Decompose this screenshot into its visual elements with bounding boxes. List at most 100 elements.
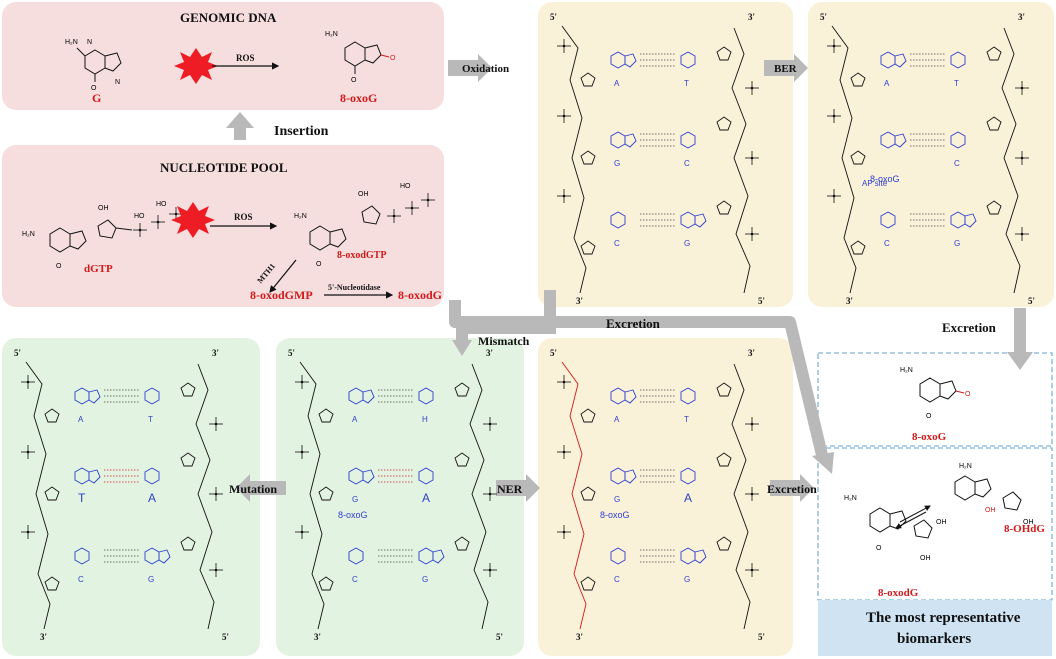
base-letter-left: C: [352, 575, 358, 584]
base-letter-left: C: [884, 239, 890, 248]
base-letter-right: G: [422, 575, 428, 584]
mutation-label: Mutation: [229, 482, 277, 496]
svg-text:OH: OH: [920, 555, 931, 562]
oxog-label: 8-oxoG: [340, 91, 377, 105]
ner-label: NER: [497, 482, 523, 496]
base-letter-left: C: [614, 575, 620, 584]
three-prime-top-right: 3': [212, 348, 219, 358]
svg-text:N: N: [115, 79, 120, 86]
base-letter-left: A: [614, 415, 620, 424]
biomarker-caption-line2: biomarkers: [897, 631, 971, 647]
three-prime-bottom-left: 3': [314, 632, 321, 642]
five-prime-top-left: 5': [550, 348, 557, 358]
base-letter-right: C: [954, 159, 960, 168]
base-letter-right: T: [684, 79, 689, 88]
oxodgmp-label: 8-oxodGMP: [250, 288, 313, 302]
nucleotide-pool-title: NUCLEOTIDE POOL: [160, 160, 288, 175]
oxog-in-strand-label: 8-oxoG: [338, 510, 368, 520]
svg-text:O: O: [316, 261, 322, 268]
biomarker-oxodg-label: 8-oxodG: [878, 587, 919, 599]
right-backbone: [1001, 27, 1021, 294]
svg-text:O: O: [390, 55, 396, 62]
biomarker-oxodg-structure: H₂N O OH OH: [844, 495, 947, 562]
svg-text:O: O: [926, 413, 932, 420]
base-letter-right: G: [684, 239, 690, 248]
left-backbone: [561, 25, 587, 294]
three-prime-bottom-left: 3': [576, 296, 583, 306]
oxog-biomarker-box: [817, 352, 1053, 447]
biomarker-ohdg-structure: H₂N OH OH: [954, 463, 1034, 526]
svg-text:OH: OH: [1023, 519, 1034, 526]
svg-text:O: O: [876, 545, 882, 552]
svg-text:HO: HO: [134, 213, 145, 220]
biomarker-oxog-label: 8-oxoG: [912, 431, 947, 443]
excretion-mid-arrow: [449, 300, 828, 457]
mismatch-label: Mismatch: [478, 334, 530, 348]
genomic-dna-title: GENOMIC DNA: [180, 10, 277, 25]
pool-ros-label: ROS: [234, 212, 253, 222]
base-letter-right: T: [148, 415, 153, 424]
base-letter-left: C: [614, 239, 620, 248]
svg-text:O: O: [91, 85, 97, 92]
dna-mismatch-panel: [276, 338, 524, 656]
svg-text:H₂N: H₂N: [325, 31, 338, 38]
base-letter-right: T: [954, 79, 959, 88]
pool-oxodg-label: 8-oxodG: [398, 288, 442, 302]
base-letter-left: A: [884, 79, 890, 88]
base-letter-left: A: [78, 415, 84, 424]
three-prime-top-right: 3': [486, 348, 493, 358]
excretion-mid-label: Excretion: [606, 316, 661, 331]
three-prime-bottom-left: 3': [846, 296, 853, 306]
oxog-in-strand-label: 8-oxoG: [870, 174, 900, 184]
base-letter-left: G: [614, 495, 620, 504]
svg-text:O: O: [56, 263, 62, 270]
right-backbone: [731, 363, 751, 630]
mutation-arrow: [236, 474, 286, 502]
oxog-structure: O O H₂N: [325, 31, 396, 84]
svg-text:HO: HO: [156, 201, 167, 208]
guanine-structure: O H₂N N N: [65, 39, 122, 92]
five-prime-bottom-right: 5': [758, 632, 765, 642]
pool-ros-burst-icon: [171, 202, 215, 238]
genomic-ros-label: ROS: [236, 53, 255, 63]
three-prime-top-right: 3': [748, 12, 755, 22]
svg-text:H₂N: H₂N: [22, 231, 35, 238]
dna-ner-panel: [538, 338, 793, 656]
svg-text:N: N: [87, 39, 92, 46]
five-prime-bottom-right: 5': [758, 296, 765, 306]
oxidation-label: Oxidation: [462, 63, 509, 75]
insertion-arrow: [226, 112, 254, 140]
five-prime-top-left: 5': [820, 12, 827, 22]
base-letter-right: H: [422, 415, 428, 424]
dgtp-label: dGTP: [84, 263, 113, 275]
base-letter-right: A: [422, 491, 430, 505]
base-letter-right: A: [148, 491, 156, 505]
g-label: G: [92, 91, 101, 105]
svg-text:O: O: [351, 77, 357, 84]
base-letter-left: G: [614, 159, 620, 168]
left-backbone: [299, 361, 325, 630]
right-backbone: [469, 363, 489, 630]
oxodgtp-label: 8-oxodGTP: [337, 250, 386, 261]
dna-ber-panel: [808, 2, 1054, 307]
base-letter-left: G: [352, 495, 358, 504]
svg-text:H₂N: H₂N: [844, 495, 857, 502]
five-prime-top-left: 5': [14, 348, 21, 358]
base-letter-right: A: [684, 491, 692, 505]
svg-text:OH: OH: [985, 507, 996, 514]
